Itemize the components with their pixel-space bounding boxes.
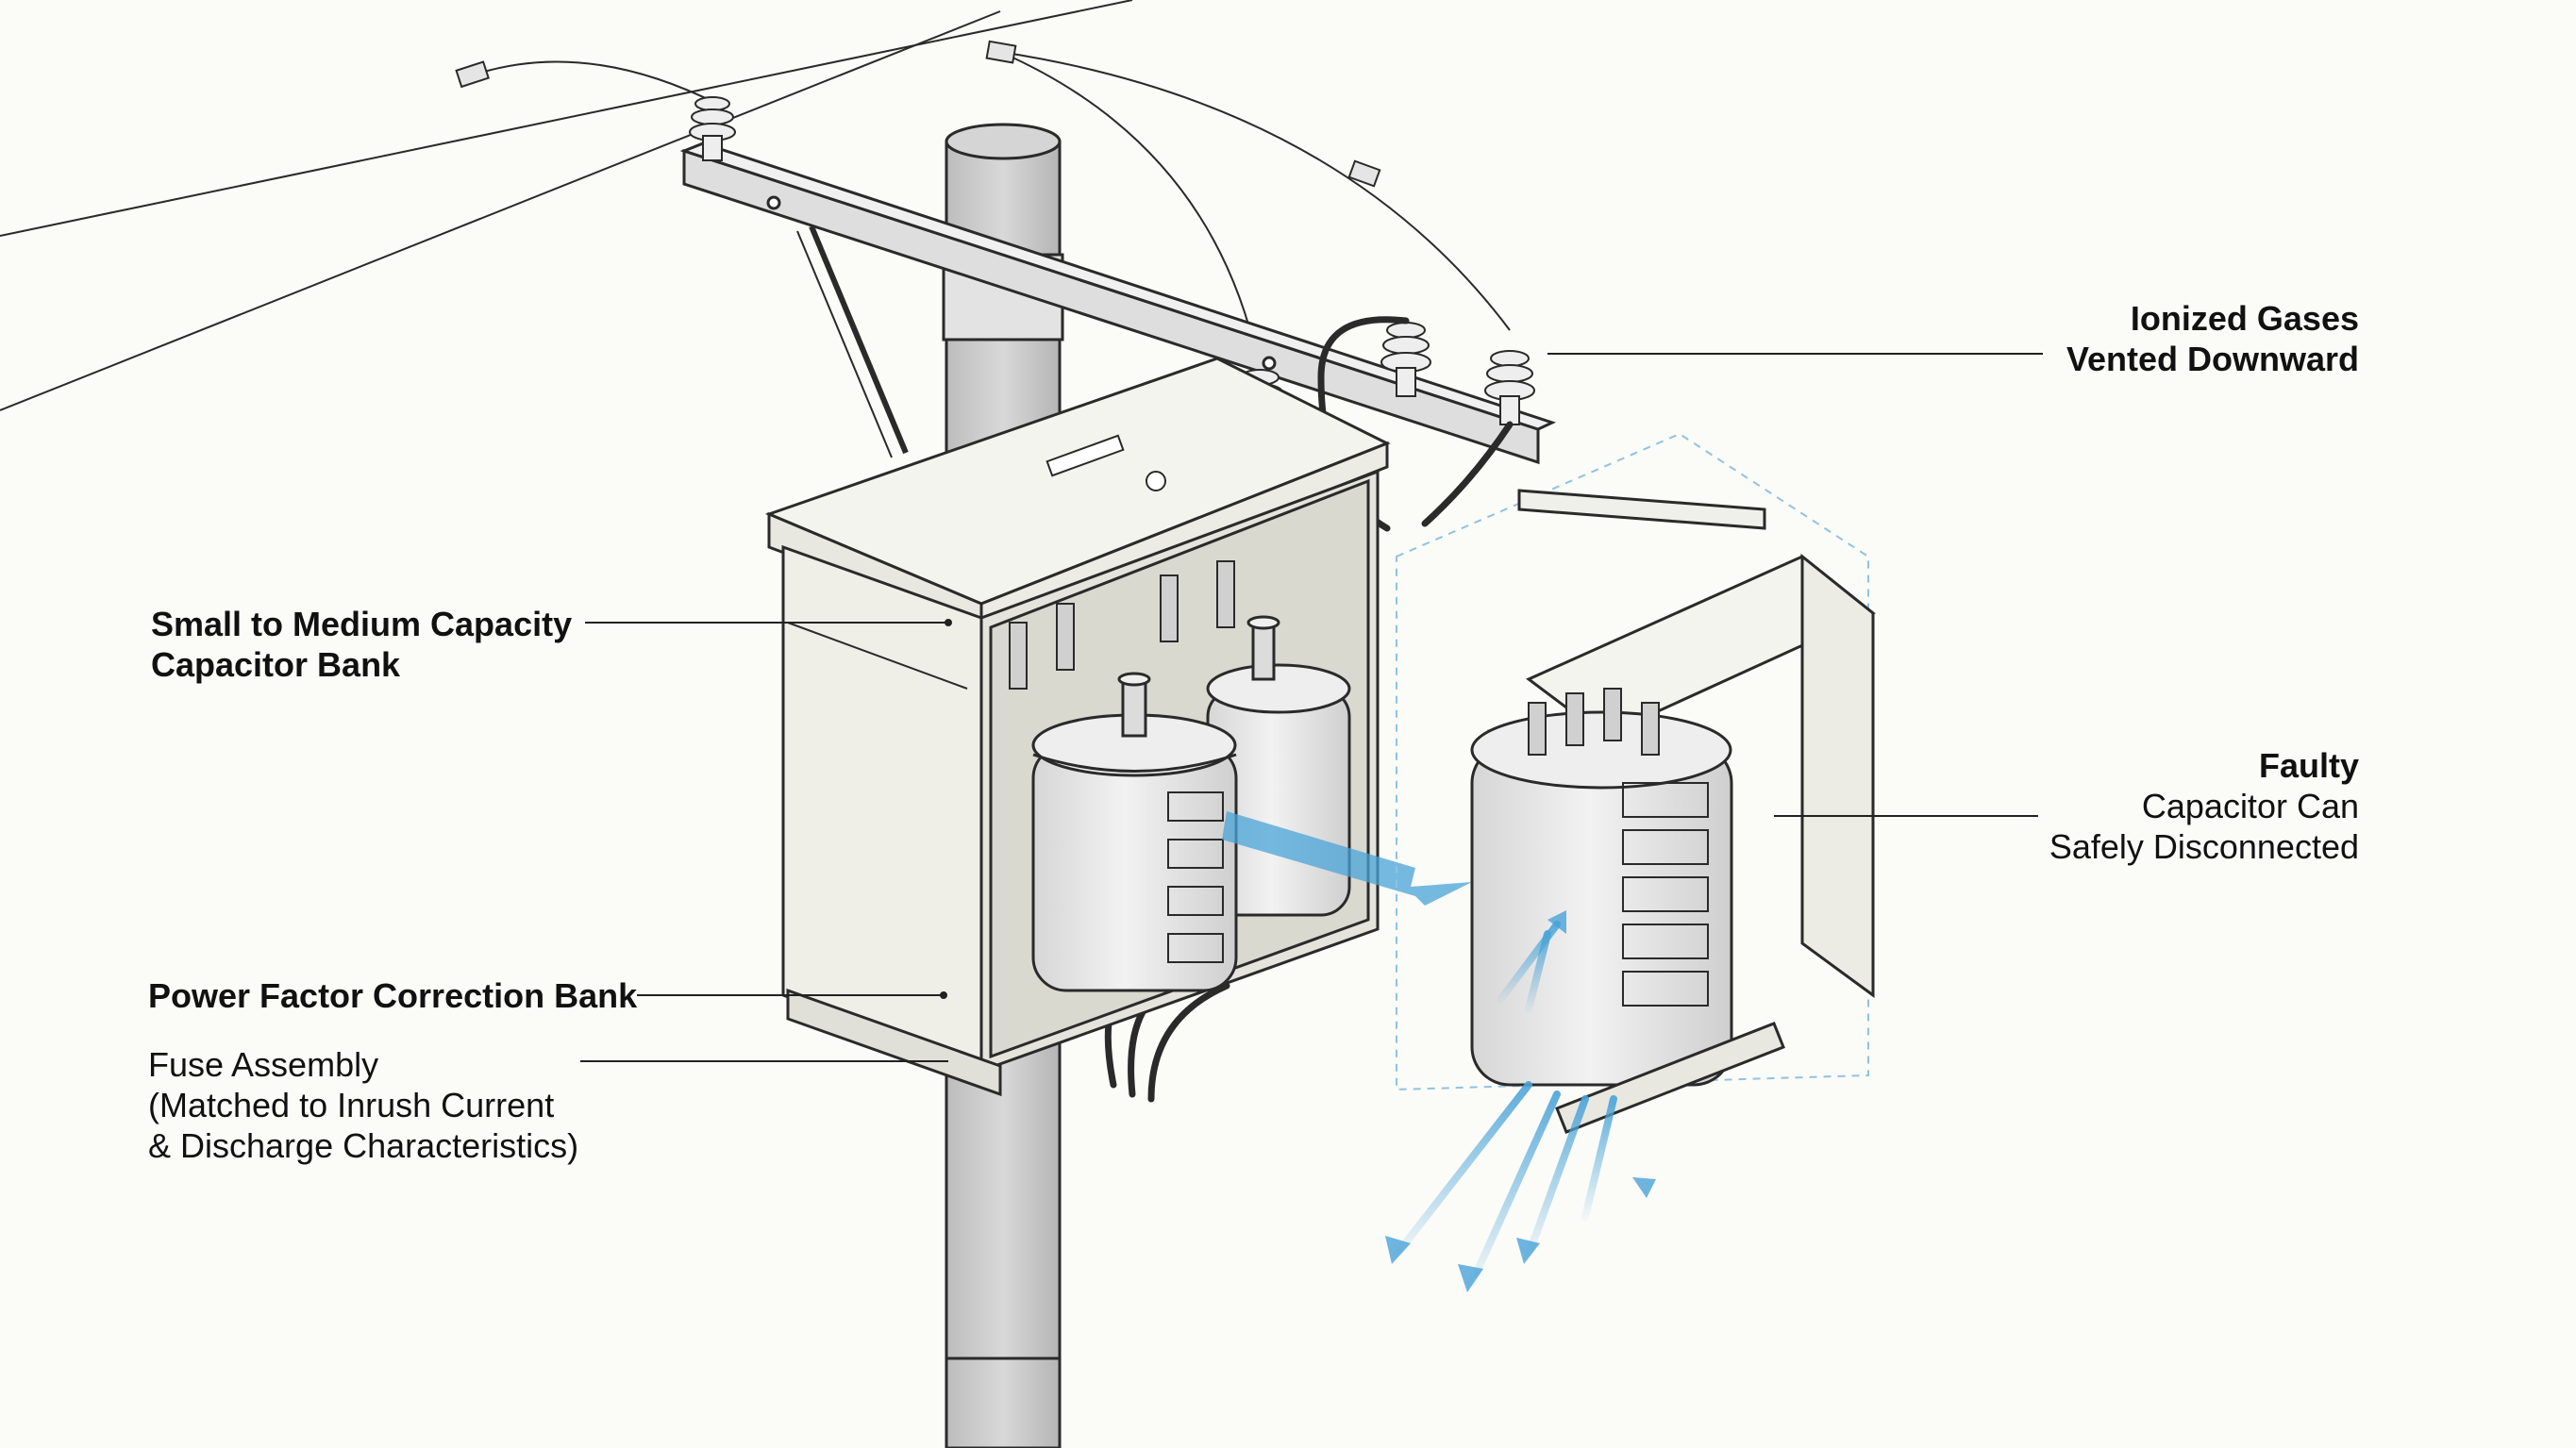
label-pf-bank: Power Factor Correction Bank <box>148 975 637 1016</box>
label-text: Safely Disconnected <box>2049 827 2359 866</box>
capacitor-cans <box>1009 560 1351 992</box>
fuse-holders <box>1009 560 1235 690</box>
label-ionized-gases: Ionized Gases Vented Downward <box>2038 298 2359 379</box>
label-text: (Matched to Inrush Current <box>148 1086 555 1124</box>
line-clamp <box>985 40 1017 64</box>
vented-gas-arrows <box>1393 524 1683 1287</box>
power-line-lower <box>0 10 1001 411</box>
label-faulty-can: Faulty Capacitor Can Safely Disconnected <box>2019 745 2359 867</box>
label-text: Capacitor Can <box>2141 787 2359 825</box>
label-text: Ionized Gases <box>2130 299 2359 338</box>
faulty-can-assembly <box>1396 432 1876 1134</box>
line-clamp <box>455 60 490 89</box>
gas-arrowheads <box>1385 910 1656 1292</box>
power-lines <box>0 0 1511 411</box>
label-text: Fuse Assembly <box>148 1045 379 1084</box>
power-line-upper <box>0 0 1133 237</box>
insulators <box>689 96 1535 444</box>
insulator <box>1380 322 1431 397</box>
line-clamp <box>1347 159 1381 188</box>
label-text: Capacitor Bank <box>151 645 401 684</box>
drop-wire-left <box>471 60 718 105</box>
drop-wire-right <box>999 51 1511 331</box>
label-text: Power Factor Correction Bank <box>148 976 638 1015</box>
disconnect-arrow <box>1222 811 1472 906</box>
crossarm <box>679 141 1557 465</box>
insulator <box>689 96 736 161</box>
label-text: Vented Downward <box>2066 340 2359 378</box>
capacitor-can-front <box>1031 672 1238 992</box>
label-text: Small to Medium Capacity <box>151 605 573 643</box>
leader-lines <box>580 353 2043 1062</box>
insulator <box>1484 350 1535 425</box>
label-text: Faulty <box>2258 746 2359 785</box>
label-fuse-assembly: Fuse Assembly (Matched to Inrush Current… <box>148 1044 578 1166</box>
label-capacitor-bank: Small to Medium Capacity Capacitor Bank <box>151 604 572 685</box>
label-text: & Discharge Characteristics) <box>148 1126 579 1165</box>
